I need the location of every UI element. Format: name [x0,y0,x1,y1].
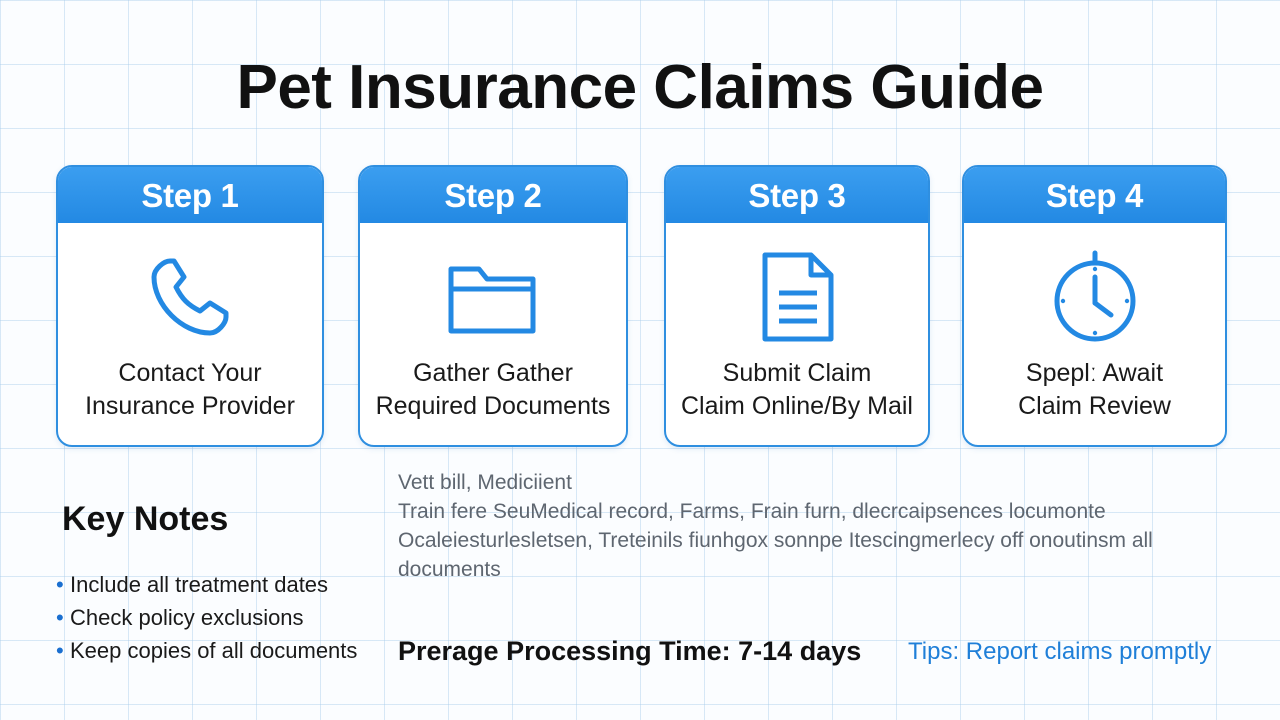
step-card-3: Step 3 Submit Claim Claim Online/By Mail [664,165,930,447]
key-notes-title: Key Notes [62,500,229,538]
step-description-line: Gather Gather [413,359,573,387]
step-description: Contact Your Insurance Provider [58,357,322,423]
step-header: Step 2 [360,167,626,223]
list-item: •Check policy exclusions [56,601,357,634]
step-description-line: Claim Online/By Mail [680,392,913,420]
documents-line: Vett bill, Mediciient [398,471,572,494]
step-description-line: Submit Claim [722,359,872,387]
list-item: •Keep copies of all documents [56,634,357,667]
step-description-line: Required Documents [375,392,611,420]
page-title: Pet Insurance Claims Guide [236,53,1044,122]
bullet-icon: • [56,638,64,663]
list-item-text: Keep copies of all documents [70,638,358,663]
step-description: Speplː Await Claim Review [964,357,1225,423]
document-icon [747,247,847,347]
documents-line: documents [398,558,501,581]
documents-text: Vett bill, Mediciient Train fere SeuMedi… [398,468,1228,584]
key-notes-list: •Include all treatment dates •Check poli… [56,568,357,667]
bullet-icon: • [56,572,64,597]
step-header: Step 1 [58,167,322,223]
list-item: •Include all treatment dates [56,568,357,601]
bullet-icon: • [56,605,64,630]
phone-icon [140,247,240,347]
step-card-4: Step 4 Speplː Await Claim Review [962,165,1227,447]
folder-icon [443,247,543,347]
step-description: Gather Gather Required Documents [360,357,626,423]
list-item-text: Include all treatment dates [70,572,329,597]
documents-line: Train fere SeuMedical record, Farms, Fra… [398,500,1106,523]
step-description-line: Speplː Await [1025,359,1164,387]
tips-text: Tips: Report claims promptly [908,638,1212,665]
step-header: Step 3 [666,167,928,223]
step-description-line: Contact Your [118,359,262,387]
step-description-line: Claim Review [1018,392,1171,420]
step-card-2: Step 2 Gather Gather Required Documents [358,165,628,447]
step-description-line: Insurance Provider [85,392,295,420]
documents-line: Ocaleiesturlesletsen, Treteinils fiunhgo… [398,529,1153,552]
step-card-1: Step 1 Contact Your Insurance Provider [56,165,324,447]
processing-time: Prerage Processing Time: 7-14 days [398,636,862,666]
step-header: Step 4 [964,167,1225,223]
step-description: Submit Claim Claim Online/By Mail [666,357,928,423]
clock-icon [1045,247,1145,347]
list-item-text: Check policy exclusions [70,605,304,630]
